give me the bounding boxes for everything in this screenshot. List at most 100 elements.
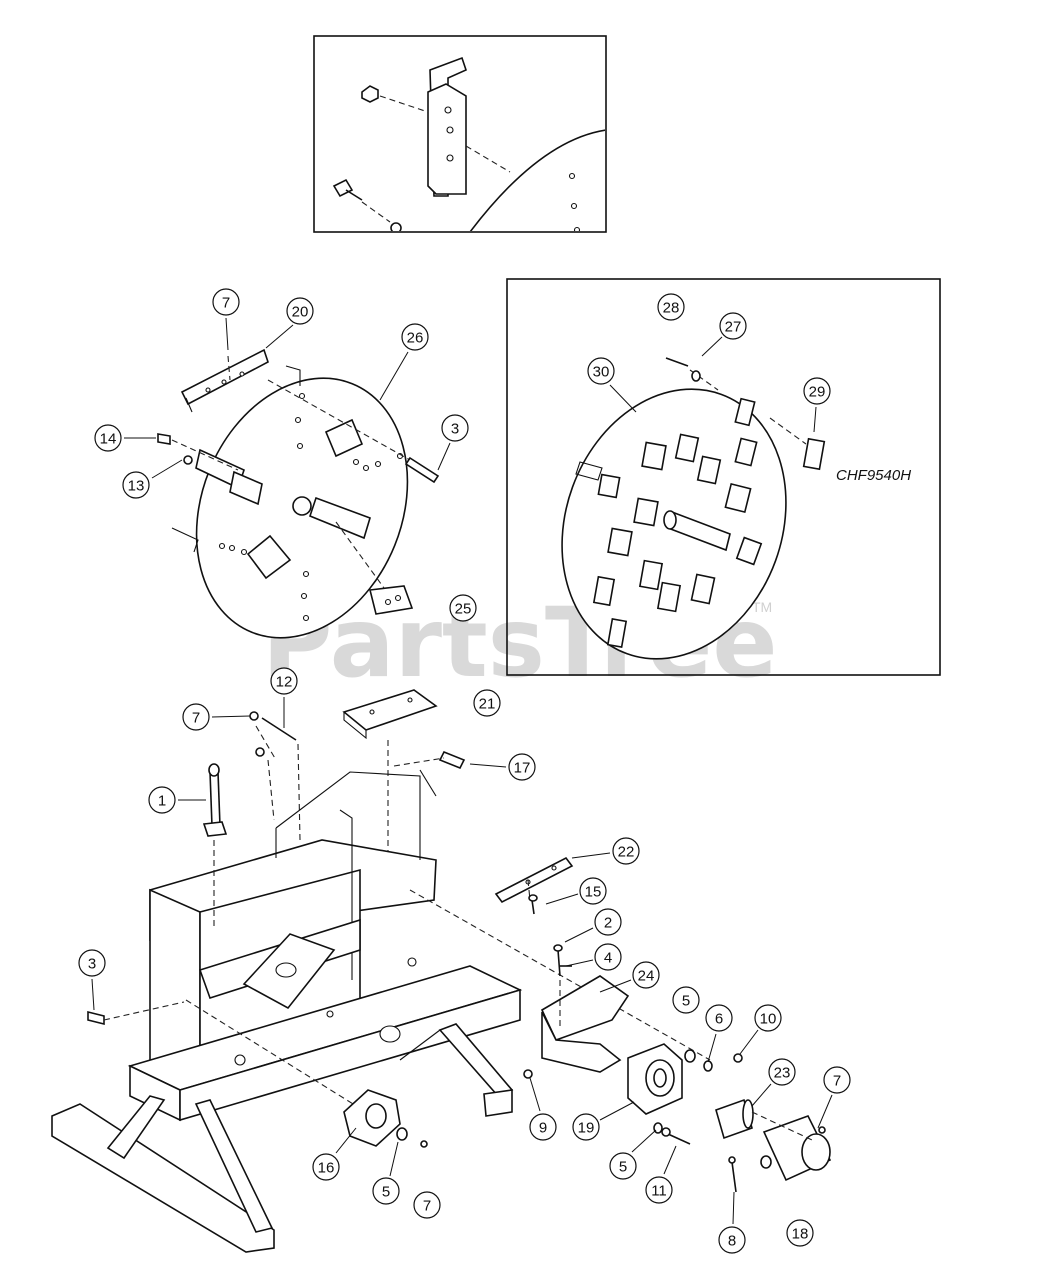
callout-number: 18 [792,1226,809,1243]
callout-number: 5 [682,993,690,1010]
callout-number: 1 [158,793,166,810]
callout-leader-line [565,959,594,967]
callout-leader-line [389,1141,399,1177]
callout-circle [705,1004,733,1032]
callout-c5c[interactable]: 5 [372,1141,400,1205]
callout-c2[interactable]: 2 [564,908,622,943]
callout-c12[interactable]: 12 [270,667,298,728]
callout-circle [754,1004,782,1032]
callout-number: 6 [715,1011,723,1028]
callout-c7c[interactable]: 7 [817,1066,851,1129]
callout-c17[interactable]: 17 [469,753,536,781]
callout-number: 19 [578,1120,595,1137]
callout-c25[interactable]: 25 [449,594,477,622]
callout-number: 3 [88,956,96,973]
disc-assembly [157,348,440,639]
callout-circle [657,293,685,321]
callout-leader-line [599,979,632,993]
callout-leader-line [609,384,637,413]
callout-circle [768,1058,796,1086]
callout-number: 27 [725,319,742,336]
callout-number: 26 [407,330,424,347]
callout-c7d[interactable]: 7 [413,1191,441,1219]
callout-c20[interactable]: 20 [265,297,314,349]
callout-circle [803,377,831,405]
callout-c6[interactable]: 6 [705,1004,733,1063]
callout-leader-line [663,1145,677,1175]
callout-c23[interactable]: 23 [751,1058,796,1107]
callout-number: 28 [663,300,680,317]
callout-number: 21 [479,696,496,713]
callout-circle [612,837,640,865]
callout-c9[interactable]: 9 [529,1077,557,1141]
callout-c5a[interactable]: 5 [672,986,700,1014]
callout-number: 7 [423,1198,431,1215]
callout-leader-line [379,351,409,401]
callout-c15[interactable]: 15 [545,877,607,905]
callout-number: 2 [604,915,612,932]
callout-circle [587,357,615,385]
callout-circle [786,1219,814,1247]
model-label: CHF9540H [836,467,911,484]
callout-number: 7 [192,710,200,727]
callout-circle [78,949,106,977]
callout-c11[interactable]: 11 [645,1145,677,1204]
callout-leader-line [751,1083,772,1107]
callout-c24[interactable]: 24 [599,961,660,993]
callout-c10[interactable]: 10 [739,1004,782,1055]
callout-c30[interactable]: 30 [587,357,637,413]
callout-circle [401,323,429,351]
callout-number: 22 [618,844,635,861]
callout-c18[interactable]: 18 [786,1219,814,1247]
callout-number: 25 [455,601,472,618]
callout-circle [529,1113,557,1141]
callout-circle [286,297,314,325]
callout-circle [609,1152,637,1180]
callout-c16[interactable]: 16 [312,1127,357,1181]
callout-circle [594,943,622,971]
callout-number: 7 [222,295,230,312]
callout-c3b[interactable]: 3 [78,949,106,1011]
callout-circle [508,753,536,781]
inset-bracket-detail [313,35,607,233]
callout-circle [718,1226,746,1254]
callout-circle [441,414,469,442]
callout-c13[interactable]: 13 [122,459,183,499]
callout-circle [372,1177,400,1205]
callout-circle [148,786,176,814]
callout-c21[interactable]: 21 [473,689,501,717]
callout-leader-line [225,317,229,351]
callout-c26[interactable]: 26 [379,323,429,401]
callout-c28[interactable]: 28 [657,293,685,321]
callout-c27[interactable]: 27 [701,312,747,357]
callout-c19[interactable]: 19 [572,1101,635,1141]
callout-leader-line [564,927,594,943]
callout-c7a[interactable]: 7 [212,288,240,351]
callout-leader-line [265,324,294,349]
callout-c3a[interactable]: 3 [437,414,469,471]
callout-c29[interactable]: 29 [803,377,831,433]
callout-leader-line [817,1094,833,1129]
callout-leader-line [732,1191,735,1225]
callout-c5b[interactable]: 5 [609,1129,657,1180]
callout-circle [594,908,622,936]
callout-c8[interactable]: 8 [718,1191,746,1254]
callout-c4[interactable]: 4 [565,943,622,971]
callout-c22[interactable]: 22 [571,837,640,865]
inset-disc-detail: CHF9540H [506,278,941,676]
callout-circle [413,1191,441,1219]
callout-leader-line [437,442,451,471]
callout-number: 9 [539,1120,547,1137]
callout-circle [449,594,477,622]
callout-circle [632,961,660,989]
callout-number: 8 [728,1233,736,1250]
drive-components [523,944,832,1193]
callout-c14[interactable]: 14 [94,424,156,452]
callout-c1[interactable]: 1 [148,786,206,814]
callout-number: 11 [651,1183,667,1200]
callout-c7b[interactable]: 7 [182,703,251,731]
callout-leader-line [151,459,183,479]
callout-number: 5 [619,1159,627,1176]
callout-leader-line [529,1077,541,1112]
